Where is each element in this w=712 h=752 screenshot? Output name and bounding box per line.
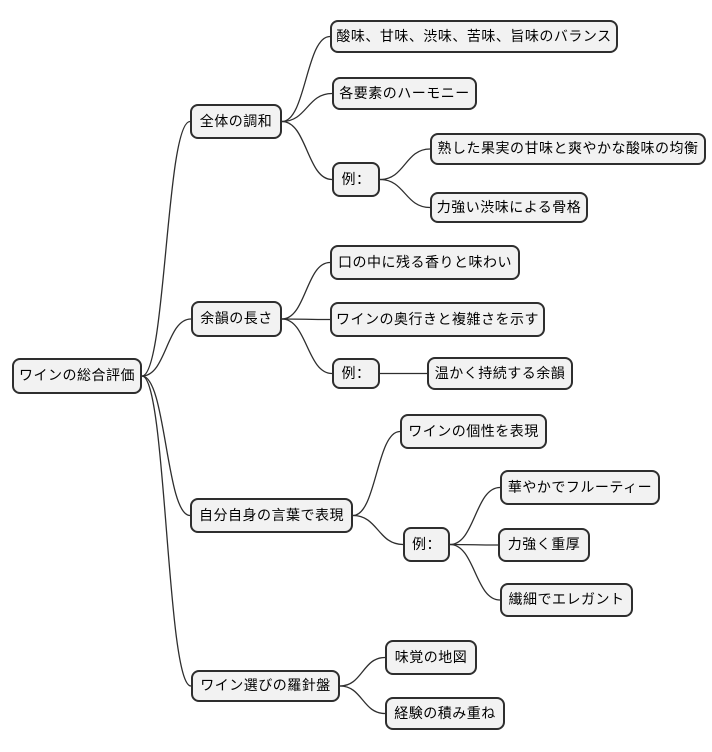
edge-b1c3-b1g1 — [379, 148, 431, 181]
edge-b3-b3c1 — [352, 430, 401, 517]
mindmap-node-b4: ワイン選びの羅針盤 — [191, 670, 340, 702]
mindmap-node-b2c3: 例： — [332, 358, 380, 389]
mindmap-node-root: ワインの総合評価 — [12, 358, 142, 394]
edge-b4-b4c2 — [339, 685, 386, 715]
mindmap-node-b1c3: 例： — [332, 162, 380, 197]
mindmap-node-b3g1: 華やかでフルーティー — [500, 470, 660, 505]
mindmap-node-b3g2: 力強く重厚 — [498, 528, 590, 562]
mindmap-node-b3: 自分自身の言葉で表現 — [190, 498, 353, 533]
edge-b1-b1c1 — [281, 35, 331, 123]
mindmap-node-b1: 全体の調和 — [190, 104, 282, 139]
mindmap-node-b2: 余韻の長さ — [191, 301, 282, 337]
edge-b2-b2c2 — [281, 318, 331, 321]
edge-b1c3-b1g2 — [379, 178, 431, 209]
edge-root-b4 — [141, 375, 192, 687]
mindmap-node-b3g3: 繊細でエレガント — [500, 583, 633, 617]
mindmap-node-b2c2: ワインの奥行きと複雑さを示す — [330, 302, 545, 337]
mindmap-node-b1c2: 各要素のハーモニー — [332, 77, 477, 110]
mindmap-node-b1c1: 酸味、甘味、渋味、苦味、旨味のバランス — [330, 20, 618, 53]
edge-b3c2-b3g3 — [449, 543, 501, 601]
mindmap-node-b4c1: 味覚の地図 — [385, 640, 477, 675]
edge-b2-b2c1 — [281, 261, 331, 320]
edge-b4-b4c1 — [339, 656, 386, 687]
mindmap-node-b3c2: 例： — [403, 527, 450, 562]
mindmap-node-b1g2: 力強い渋味による骨格 — [430, 192, 588, 223]
edge-root-b1 — [141, 120, 191, 377]
edge-b2-b2c3 — [281, 318, 333, 375]
edge-b3c2-b3g2 — [449, 543, 499, 546]
edge-b1-b1c3 — [281, 120, 333, 181]
edge-b3c2-b3g1 — [449, 486, 501, 546]
edge-b1-b1c2 — [281, 92, 333, 123]
mindmap-node-b4c2: 経験の積み重ね — [385, 697, 505, 730]
mindmap-node-b2c1: 口の中に残る香りと味わい — [330, 245, 520, 280]
edge-b3-b3c2 — [352, 514, 404, 546]
mindmap-node-b2g1: 温かく持続する余韻 — [427, 357, 573, 390]
mindmap-node-b3c1: ワインの個性を表現 — [400, 414, 547, 449]
edge-root-b3 — [141, 375, 191, 517]
mindmap-node-b1g1: 熟した果実の甘味と爽やかな酸味の均衡 — [430, 133, 706, 165]
edge-root-b2 — [141, 318, 192, 377]
